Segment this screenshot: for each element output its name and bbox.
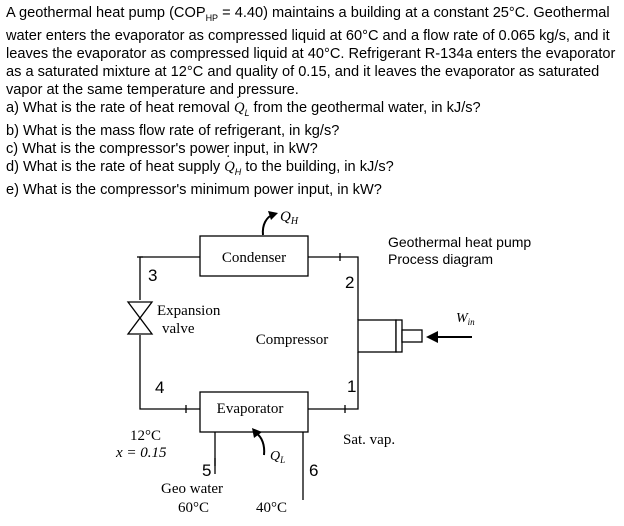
state-2-label: 2 — [345, 273, 354, 292]
line-1 — [308, 352, 359, 410]
condenser-label: Condenser — [222, 250, 286, 266]
qh-arrowhead — [268, 211, 278, 220]
question-list: a) What is the rate of heat removal QL f… — [6, 90, 618, 199]
compressor-rod — [401, 329, 423, 343]
state-6-label: 6 — [309, 461, 318, 480]
win-arrowhead — [426, 331, 438, 343]
geo-temp-40-label: 40°C — [256, 500, 287, 516]
intro-text-1: A geothermal heat pump (COP — [6, 5, 206, 21]
inlet-temp-label: 12°C — [130, 428, 161, 444]
question-0: a) What is the rate of heat removal QL f… — [6, 90, 618, 122]
compressor-cylinder — [357, 319, 397, 353]
condenser-box — [199, 235, 309, 277]
diagram-title-1: Geothermal heat pump — [388, 234, 531, 250]
question-text: c) What is the compressor's power input,… — [6, 140, 318, 157]
qh-label: QH — [280, 209, 299, 227]
q-dot-symbol: Q — [234, 90, 245, 117]
evaporator-label: Evaporator — [217, 401, 284, 417]
state-1-label: 1 — [347, 377, 356, 396]
question-text: d) What is the rate of heat supply — [6, 158, 225, 175]
win-label: Win — [456, 311, 475, 327]
question-text: b) What is the mass flow rate of refrige… — [6, 122, 340, 139]
question-text: e) What is the compressor's minimum powe… — [6, 181, 382, 198]
state-3-label: 3 — [148, 266, 157, 285]
state-4-label: 4 — [155, 378, 164, 397]
question-3: d) What is the rate of heat supply QH to… — [6, 149, 618, 181]
sat-vap-label: Sat. vap. — [343, 432, 395, 448]
cop-subscript: HP — [205, 12, 219, 23]
problem-intro: A geothermal heat pump (COPHP = 4.40) ma… — [6, 4, 618, 99]
question-4: e) What is the compressor's minimum powe… — [6, 181, 618, 199]
question-text: a) What is the rate of heat removal — [6, 99, 234, 116]
question-1: b) What is the mass flow rate of refrige… — [6, 122, 618, 140]
ql-label: QL — [270, 449, 285, 465]
expansion-valve-top — [126, 301, 154, 320]
compressor-piston — [395, 319, 403, 353]
question-2: c) What is the compressor's power input,… — [6, 140, 618, 158]
q-subscript: L — [244, 107, 250, 118]
question-text-tail: to the building, in kJ/s? — [241, 158, 394, 175]
diagram-title-2: Process diagram — [388, 251, 493, 267]
geo-temp-60-label: 60°C — [178, 500, 209, 516]
line-2 — [308, 256, 359, 320]
problem-statement: A geothermal heat pump (COPHP = 4.40) ma… — [6, 4, 618, 199]
q-dot-symbol: Q — [224, 149, 235, 176]
q-subscript: H — [234, 166, 242, 177]
quality-label: x = 0.15 — [115, 445, 167, 461]
intro-text-2: = 4.40) maintains a building at a consta… — [6, 5, 616, 98]
geo-water-label: Geo water — [161, 481, 223, 497]
expansion-label-2: valve — [162, 321, 195, 337]
compressor-label: Compressor — [256, 332, 329, 348]
ql-arrowhead — [252, 428, 262, 438]
expansion-label-1: Expansion — [157, 303, 221, 319]
expansion-valve-bottom — [126, 316, 154, 335]
ql-arrow — [255, 432, 266, 456]
state-5-label: 5 — [202, 461, 211, 480]
line-4 — [139, 335, 200, 410]
question-text-tail: from the geothermal water, in kJ/s? — [249, 99, 481, 116]
